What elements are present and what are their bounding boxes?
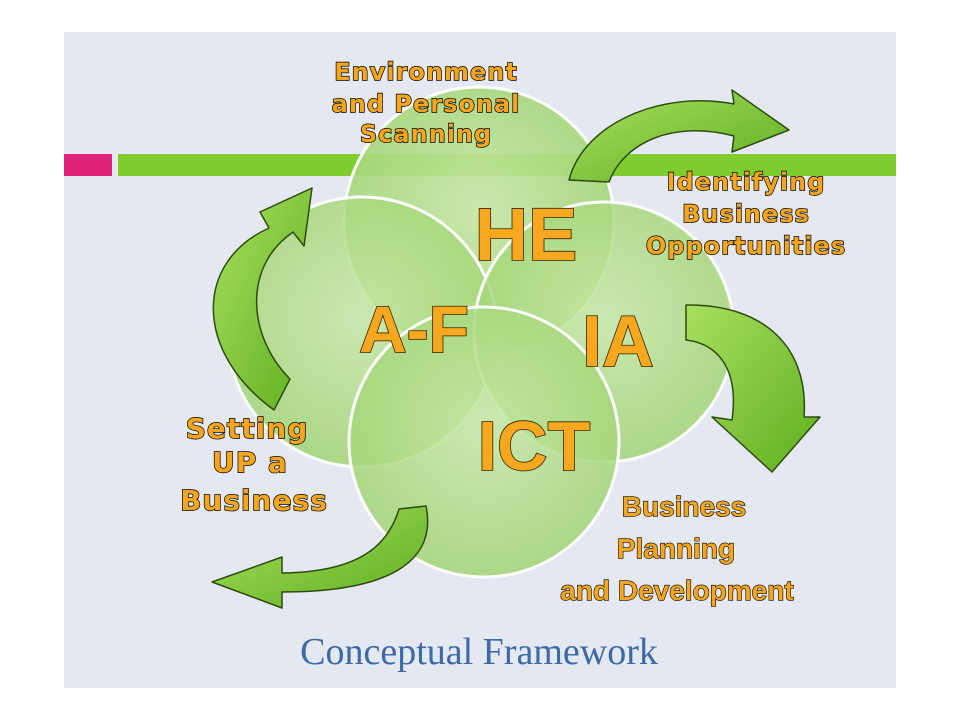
step-setting-up-line-2: UP a <box>212 446 288 479</box>
step-identifying: Identifying Business Opportunities <box>645 167 846 260</box>
curved-arrow-icon <box>211 505 429 609</box>
step-identifying-line-2: Business <box>682 200 810 228</box>
slide: HE A-F IA ICT Environment and Personal S… <box>64 32 896 688</box>
step-environment-line-3: Scanning <box>360 120 492 148</box>
step-setting-up-line-1: Setting <box>186 412 309 445</box>
circle-label-ia: IA <box>582 302 654 382</box>
step-setting-up-line-3: Business <box>180 484 328 517</box>
step-planning: Business Planning and Development <box>560 490 795 606</box>
conceptual-framework-diagram: HE A-F IA ICT Environment and Personal S… <box>179 57 846 673</box>
step-identifying-line-1: Identifying <box>667 168 826 196</box>
step-planning-line-1: Business <box>622 491 747 522</box>
circle-label-ict: ICT <box>478 407 591 485</box>
curved-arrow-icon <box>212 187 313 411</box>
step-identifying-line-3: Opportunities <box>646 232 846 260</box>
page-title: Conceptual Framework <box>300 631 658 673</box>
curved-arrow-icon <box>568 89 790 183</box>
step-environment: Environment and Personal Scanning <box>331 57 521 148</box>
circle-label-he: HE <box>475 193 578 276</box>
step-environment-line-1: Environment <box>334 58 518 86</box>
step-setting-up: Setting UP a Business <box>179 411 328 517</box>
accent-bar-pink <box>64 154 112 176</box>
step-planning-line-2: Planning <box>617 533 735 564</box>
step-planning-line-3: and Development <box>560 575 793 606</box>
circle-labels: HE A-F IA ICT <box>358 192 655 486</box>
curved-arrow-icon <box>685 304 821 473</box>
step-environment-line-2: and Personal <box>332 90 521 118</box>
arrows <box>211 89 821 609</box>
circle-label-af: A-F <box>359 292 469 366</box>
